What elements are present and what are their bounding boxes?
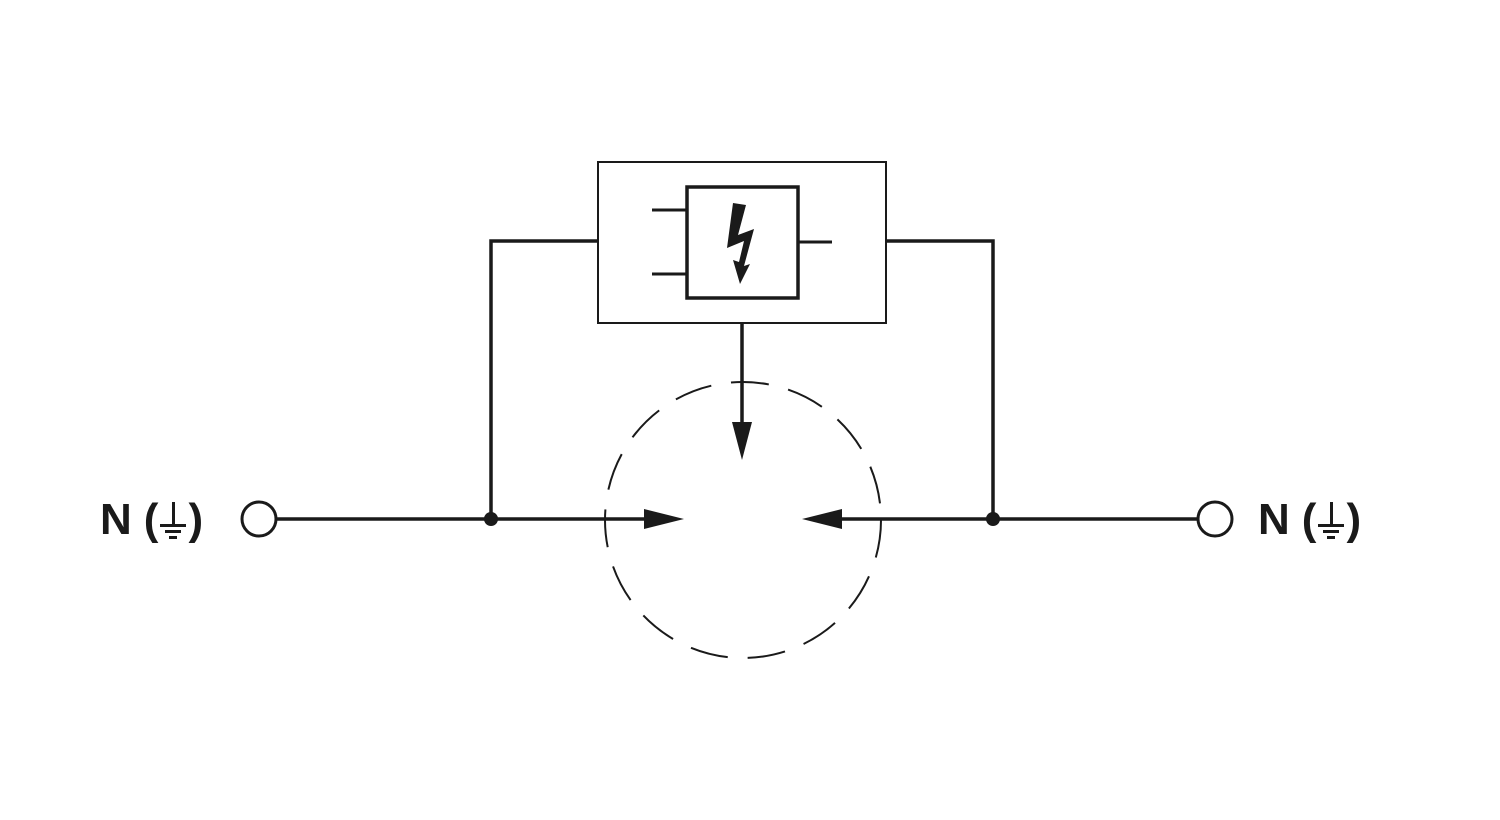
terminal-paren-open: ( bbox=[143, 495, 159, 544]
terminal-label-right: N ( ) bbox=[1258, 490, 1361, 550]
junction-dot-right bbox=[986, 512, 1000, 526]
terminal-label-left: N ( ) bbox=[100, 490, 203, 550]
lightning-bolt-icon bbox=[727, 203, 754, 284]
left-branch-wire bbox=[489, 239, 598, 519]
open-circle-terminal-icon bbox=[240, 500, 278, 538]
right-branch-wire bbox=[886, 239, 995, 519]
terminal-paren-close: ) bbox=[1346, 495, 1362, 544]
arrow-right-icon bbox=[644, 509, 684, 529]
terminal-letter: N bbox=[1258, 495, 1290, 544]
terminal-paren-open: ( bbox=[1301, 495, 1317, 544]
ground-icon bbox=[160, 500, 187, 540]
ground-icon bbox=[1318, 500, 1345, 540]
terminal-paren-close: ) bbox=[188, 495, 204, 544]
arrow-down-icon bbox=[732, 422, 752, 460]
surge-protection-element bbox=[685, 185, 800, 300]
arrow-left-icon bbox=[802, 509, 842, 529]
junction-dot-left bbox=[484, 512, 498, 526]
terminal-letter: N bbox=[100, 495, 132, 544]
open-circle-terminal-icon bbox=[1196, 500, 1234, 538]
